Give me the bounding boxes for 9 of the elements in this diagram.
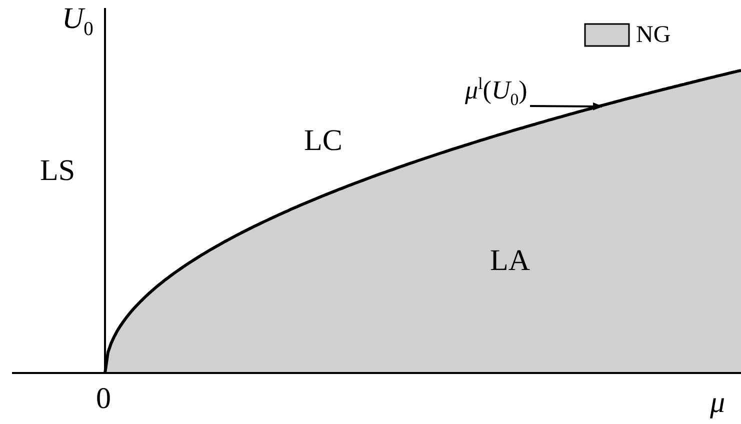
tick-label: 0 (96, 384, 111, 414)
leader-line (530, 102, 603, 110)
region-label: LA (490, 246, 530, 276)
region-label: LC (304, 126, 342, 156)
axis-label: U$_{0}$ (62, 4, 94, 40)
curve-label: μ$^{l}$(U$_{0}$) (465, 76, 528, 109)
region-label: LS (40, 156, 76, 186)
axis-label: μ (710, 388, 726, 418)
legend-label: NG (636, 23, 671, 47)
